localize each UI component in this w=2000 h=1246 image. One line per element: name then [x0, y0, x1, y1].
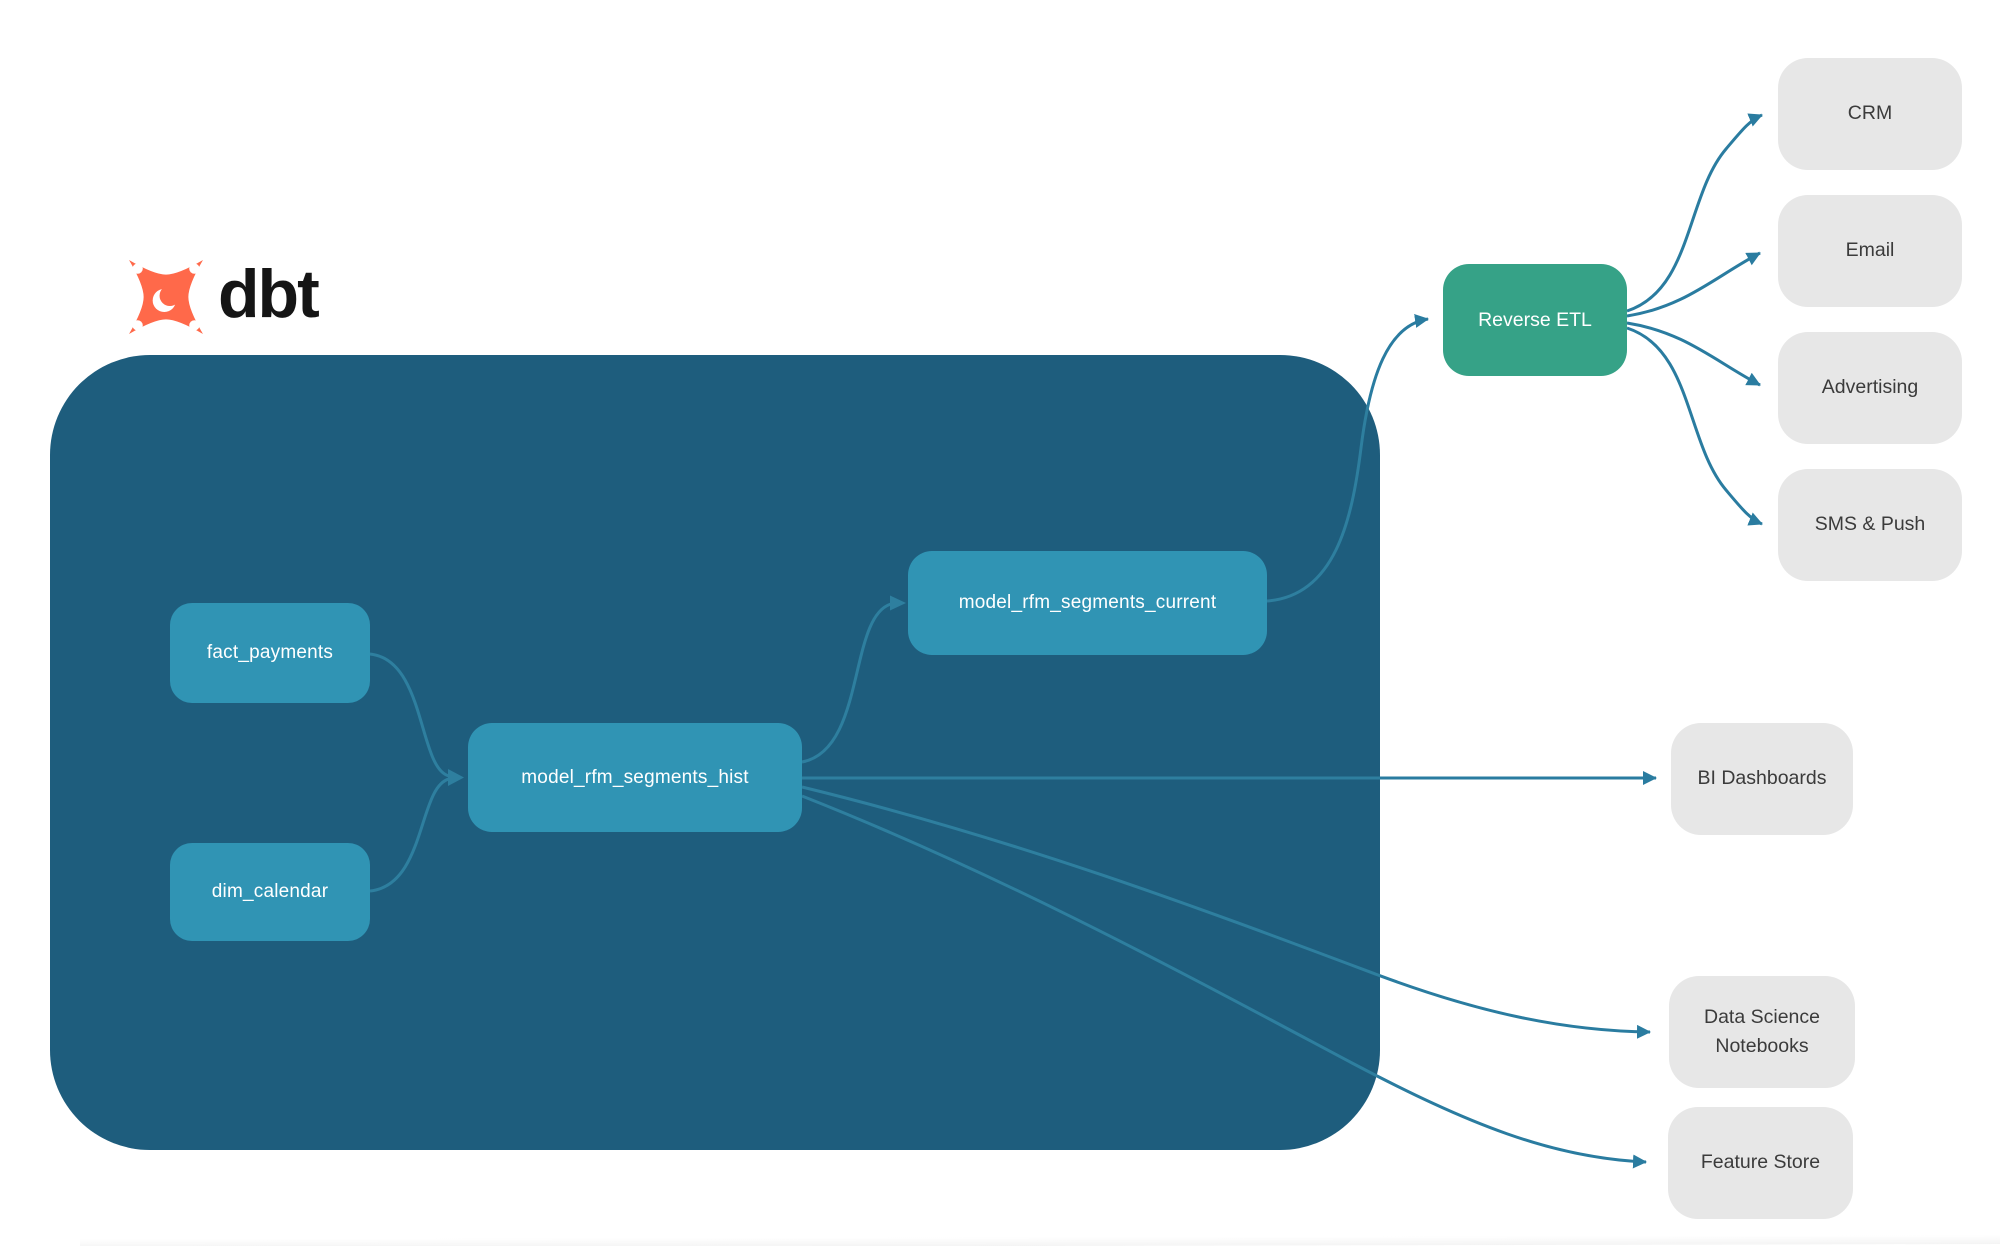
- node-label: model_rfm_segments_current: [958, 592, 1217, 613]
- dbt-flame-mark-icon: [129, 260, 203, 334]
- node-email: Email: [1778, 195, 1962, 307]
- node-reverse-etl: Reverse ETL: [1443, 264, 1627, 376]
- node-fact-payments: fact_payments: [170, 603, 370, 703]
- dbt-logo: dbt: [122, 254, 320, 340]
- node-advertising: Advertising: [1778, 332, 1962, 444]
- edge-reverse-etl-to-crm: [1626, 113, 1763, 313]
- edge-reverse-etl-to-email: [1626, 251, 1761, 318]
- node-crm: CRM: [1778, 58, 1962, 170]
- node-sms-push: SMS & Push: [1778, 469, 1962, 581]
- edge-reverse-etl-to-sms-push: [1626, 326, 1763, 526]
- node-label: Email: [1845, 239, 1895, 262]
- edge-reverse-etl-to-advertising: [1626, 321, 1761, 387]
- node-data-science-notebooks: Data Science Notebooks: [1669, 976, 1855, 1088]
- node-label: Advertising: [1821, 376, 1919, 399]
- node-model-rfm-segments-hist: model_rfm_segments_hist: [468, 723, 802, 832]
- node-label: Data Science Notebooks: [1704, 1005, 1820, 1057]
- node-model-rfm-segments-current: model_rfm_segments_current: [908, 551, 1267, 655]
- node-label: fact_payments: [206, 642, 334, 663]
- node-dim-calendar: dim_calendar: [170, 843, 370, 941]
- bottom-edge-artifact: [80, 1234, 2000, 1246]
- dbt-wordmark: dbt: [218, 256, 320, 332]
- node-label: dim_calendar: [211, 881, 329, 902]
- node-label: BI Dashboards: [1697, 767, 1827, 790]
- node-label: Reverse ETL: [1478, 308, 1592, 331]
- node-label: CRM: [1847, 102, 1893, 125]
- node-bi-dashboards: BI Dashboards: [1671, 723, 1853, 835]
- node-label: SMS & Push: [1814, 513, 1926, 536]
- node-label: model_rfm_segments_hist: [521, 766, 749, 788]
- node-feature-store: Feature Store: [1668, 1107, 1853, 1219]
- node-label: Feature Store: [1700, 1151, 1821, 1174]
